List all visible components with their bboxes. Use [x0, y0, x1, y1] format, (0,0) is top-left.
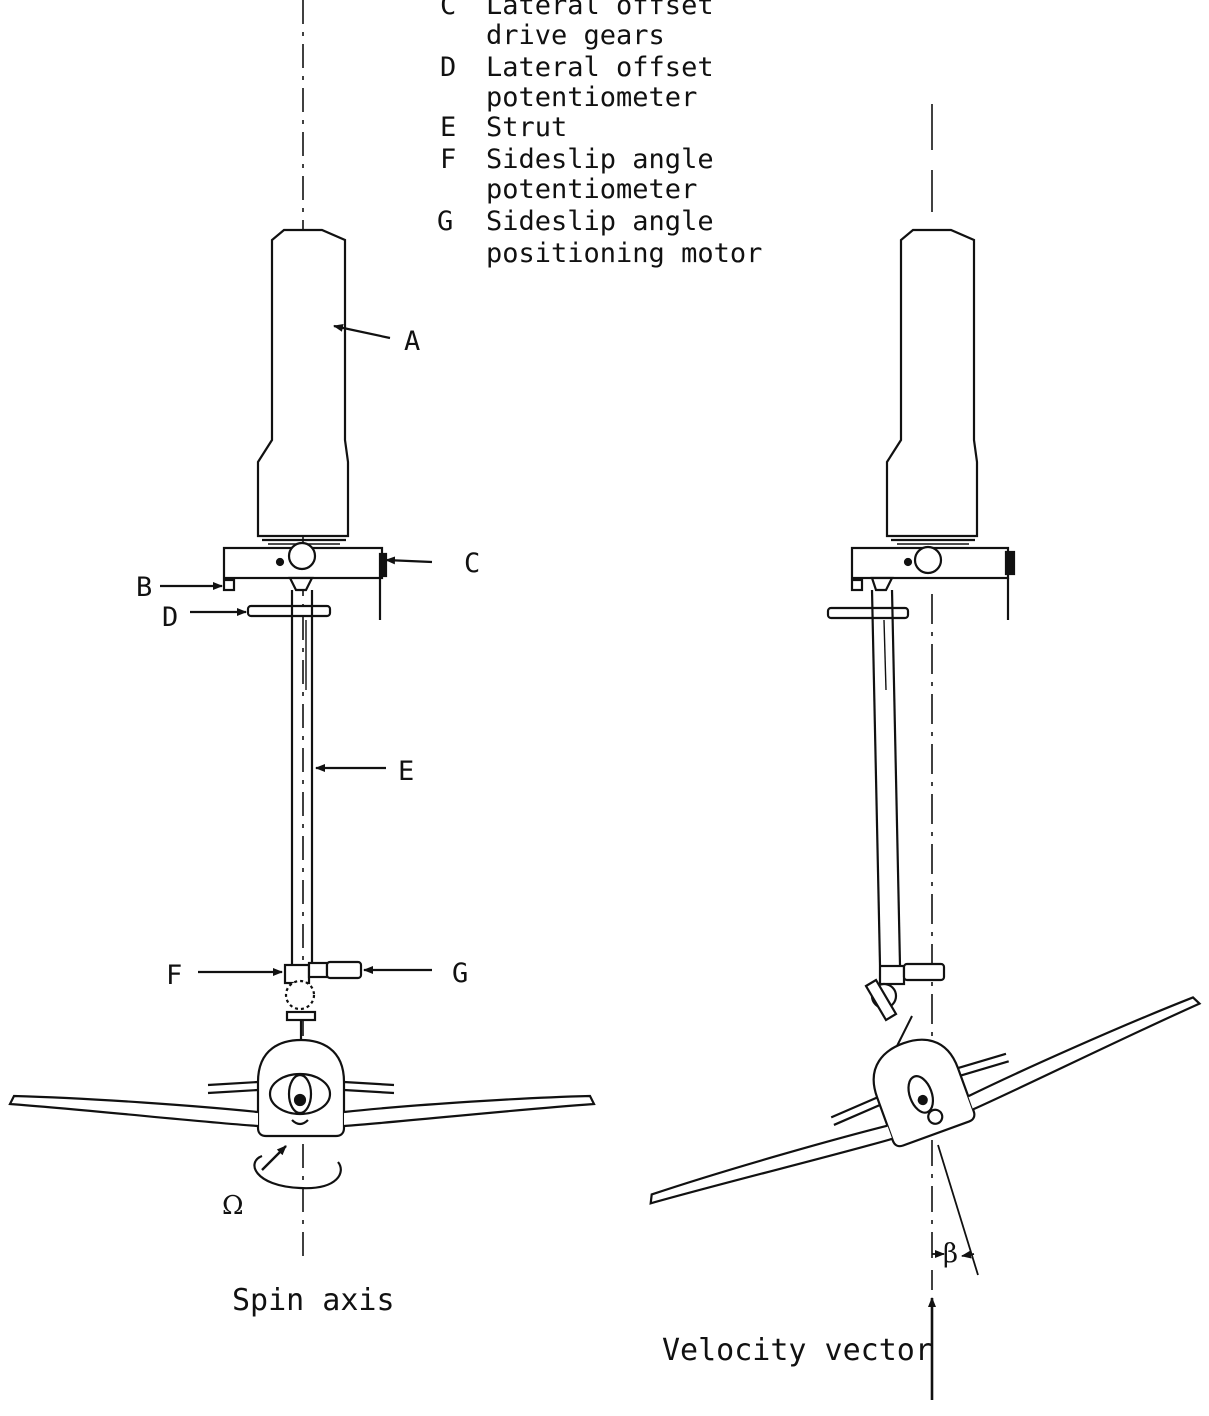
right-view-labels: β Velocity vector	[662, 1239, 958, 1368]
right-sting	[895, 1015, 913, 1049]
right-crosshead-hub	[913, 545, 943, 575]
legend-text-e-line1: Strut	[486, 112, 567, 143]
right-fuselage	[872, 1038, 976, 1148]
callout-g: G	[452, 958, 468, 989]
left-view-labels: A B C D E F G Ω Spin axis	[136, 326, 480, 1318]
legend-text-g-line2: positioning motor	[486, 238, 762, 269]
legend-text-c-line1: Lateral offset	[486, 0, 714, 21]
sideslip-angle-symbol: β	[943, 1239, 958, 1269]
right-motor-housing	[885, 228, 979, 538]
legend-text-g-line1: Sideslip angle	[486, 206, 714, 237]
model-mount-block	[285, 1010, 317, 1022]
callout-b: B	[136, 572, 152, 603]
right-spinner-tip	[917, 1094, 928, 1106]
right-drive-gear	[1004, 550, 1016, 576]
right-wing	[343, 1094, 596, 1128]
right-stabilizer	[343, 1080, 395, 1095]
legend-letter-f: F	[440, 144, 456, 175]
right-strut-left-edge	[870, 589, 882, 966]
left-wing	[8, 1094, 259, 1128]
callout-f: F	[166, 960, 182, 991]
spin-direction-arrow	[261, 1145, 287, 1171]
right-propeller-hub	[907, 1075, 935, 1114]
legend-text-f-line2: potentiometer	[486, 174, 697, 205]
right-strut-right-edge	[890, 589, 902, 966]
strut-clamp	[288, 576, 314, 592]
callout-a: A	[404, 326, 420, 357]
right-strut-clamp	[870, 576, 894, 592]
legend-item-f: F Sideslip angle potentiometer	[440, 144, 714, 205]
potentiometer-d	[246, 604, 332, 618]
propeller-hub	[287, 1073, 313, 1115]
right-crosshead-pin	[903, 557, 913, 567]
legend-text-d-line2: potentiometer	[486, 82, 697, 113]
right-air-scoop	[927, 1108, 944, 1125]
callout-e: E	[398, 756, 414, 787]
legend-letter-c: C	[440, 0, 456, 21]
right-left-stabilizer	[830, 1096, 881, 1126]
air-scoop	[291, 1119, 309, 1126]
legend: C Lateral offset drive gears D Lateral o…	[437, 0, 762, 269]
left-stabilizer	[207, 1080, 259, 1095]
beta-dim-right-arrow	[961, 1250, 975, 1259]
motor-housing-a	[256, 228, 350, 538]
right-mount-link	[864, 978, 898, 1022]
right-view	[649, 104, 1202, 1400]
crosshead-hub	[287, 541, 317, 571]
right-left-wing	[649, 1124, 893, 1205]
motor-g-collar	[307, 961, 329, 979]
right-positioning-motor	[902, 962, 946, 982]
right-bracket	[850, 578, 864, 592]
right-potentiometer-bar	[826, 606, 910, 620]
legend-letter-e: E	[440, 112, 456, 143]
right-strut-inner	[883, 619, 887, 691]
velocity-vector-caption: Velocity vector	[662, 1333, 933, 1368]
callout-d: D	[162, 602, 178, 633]
positioning-motor-g	[325, 960, 363, 980]
spin-axis-caption: Spin axis	[232, 1283, 395, 1318]
legend-item-c: C Lateral offset drive gears	[440, 0, 714, 51]
leader-arrow-a	[333, 323, 391, 340]
spin-rate-symbol: Ω	[222, 1191, 244, 1221]
legend-letter-d: D	[440, 52, 456, 83]
leader-arrow-c	[385, 556, 433, 565]
fuselage-front	[256, 1038, 346, 1138]
legend-item-e: E Strut	[440, 112, 567, 143]
legend-letter-g: G	[437, 206, 453, 237]
right-right-wing	[967, 996, 1202, 1111]
spin-direction-curve	[253, 1154, 342, 1190]
legend-text-f-line1: Sideslip angle	[486, 144, 714, 175]
right-right-stabilizer	[957, 1052, 1010, 1077]
right-airplane	[649, 996, 1202, 1205]
right-potentiometer-housing	[878, 964, 906, 986]
crosshead-pin	[275, 557, 285, 567]
legend-item-g: G Sideslip angle positioning motor	[437, 206, 762, 269]
legend-text-c-line2: drive gears	[486, 20, 665, 51]
drive-gear-c	[378, 552, 388, 578]
spinner-tip	[293, 1093, 307, 1107]
legend-text-d-line1: Lateral offset	[486, 52, 714, 83]
potentiometer-f-dial	[284, 979, 316, 1011]
legend-item-d: D Lateral offset potentiometer	[440, 52, 714, 113]
bracket-b	[222, 578, 236, 592]
callout-c: C	[464, 548, 480, 579]
left-view	[8, 0, 596, 1260]
